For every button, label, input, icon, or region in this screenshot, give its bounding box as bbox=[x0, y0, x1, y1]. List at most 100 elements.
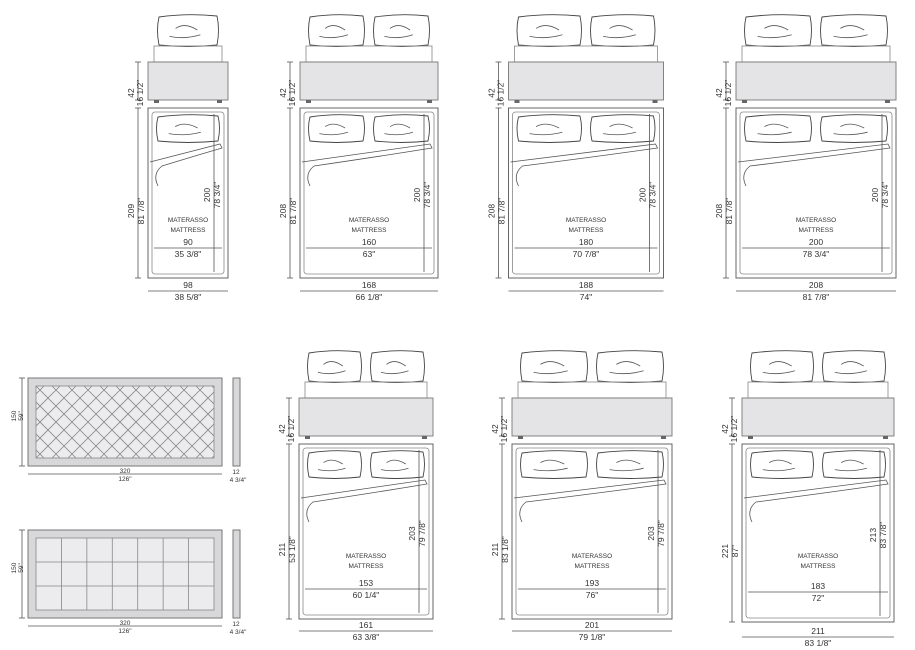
pillow-crease bbox=[389, 25, 411, 31]
pillow-crease bbox=[384, 131, 414, 136]
plan-pillow-right bbox=[822, 450, 886, 479]
pillow-crease bbox=[168, 131, 201, 136]
total-length-cm: 208 bbox=[714, 204, 724, 218]
mattress-length-cm: 200 bbox=[870, 188, 880, 202]
mattress-label-en: MATTRESS bbox=[352, 227, 388, 234]
mattress-length-in: 78 3/4" bbox=[212, 182, 222, 209]
base-height-cm: 42 bbox=[277, 424, 287, 434]
headboard-width-cm: 320 bbox=[120, 468, 131, 475]
pillow-crease bbox=[533, 467, 568, 472]
pillow-crease bbox=[535, 123, 560, 129]
headboard-depth-cm: 12 bbox=[232, 469, 240, 476]
pillow-outline bbox=[308, 14, 365, 47]
pillow-crease bbox=[535, 25, 560, 31]
pillow-outline bbox=[596, 450, 664, 479]
plan-pillow-right bbox=[590, 114, 656, 143]
pillow-crease bbox=[323, 361, 343, 367]
pillow-crease bbox=[380, 370, 409, 375]
pillow-crease bbox=[175, 25, 198, 31]
total-length-in: 81 7/8" bbox=[136, 198, 146, 225]
mattress-width-in: 76" bbox=[586, 590, 598, 600]
bed-foot bbox=[748, 436, 753, 439]
mattress-width-cm: 193 bbox=[585, 578, 599, 588]
pillow-left bbox=[750, 350, 814, 383]
total-length-cm: 208 bbox=[487, 204, 497, 218]
pillow-right bbox=[370, 350, 425, 383]
pillow-left bbox=[744, 14, 812, 47]
total-width-cm: 208 bbox=[809, 280, 823, 290]
pillow-right bbox=[596, 350, 664, 383]
pillow-crease bbox=[616, 459, 641, 465]
mattress-length-cm: 203 bbox=[407, 526, 417, 540]
mattress-side bbox=[153, 45, 223, 63]
pillow-crease bbox=[609, 370, 644, 375]
pillow-crease bbox=[834, 370, 867, 375]
mattress-length-in: 78 3/4" bbox=[422, 182, 432, 209]
pillow-outline bbox=[308, 114, 365, 143]
pillow-crease bbox=[324, 123, 346, 129]
pillow-crease bbox=[833, 131, 868, 136]
duvet-fold bbox=[300, 479, 428, 523]
pillow-outline bbox=[822, 350, 886, 383]
mattress-label-it: MATERASSO bbox=[168, 217, 208, 224]
mattress-length-in: 79 7/8" bbox=[417, 520, 427, 547]
mattress-label-it: MATERASSO bbox=[349, 217, 389, 224]
pillow-crease bbox=[616, 361, 641, 367]
total-length-in: 81 7/8" bbox=[497, 198, 507, 225]
pillow-crease bbox=[386, 361, 406, 367]
plan-pillow-left bbox=[307, 450, 362, 479]
mattress-length-in: 78 3/4" bbox=[880, 182, 890, 209]
total-width-in: 38 5/8" bbox=[175, 292, 202, 302]
pillow-left bbox=[516, 14, 582, 47]
mattress-length-in: 83 7/8" bbox=[878, 522, 888, 549]
mattress-outline bbox=[745, 447, 891, 619]
pillow-crease bbox=[768, 459, 792, 465]
mattress-length-cm: 200 bbox=[202, 188, 212, 202]
pillow-crease bbox=[764, 25, 789, 31]
bed-elevation-view bbox=[741, 350, 895, 439]
pillow-crease bbox=[757, 34, 792, 39]
total-width-cm: 188 bbox=[579, 280, 593, 290]
total-width-cm: 168 bbox=[362, 280, 376, 290]
pillow-outline bbox=[373, 114, 430, 143]
headboard-width-in: 126" bbox=[118, 628, 132, 635]
tufting-line bbox=[163, 407, 214, 458]
bed-foot bbox=[661, 436, 666, 439]
headboard-height-cm: 150 bbox=[11, 410, 18, 421]
bed-elevation-view bbox=[511, 350, 673, 439]
headboard-height-cm: 150 bbox=[11, 562, 18, 573]
headboard-panel bbox=[35, 537, 215, 611]
mattress-side bbox=[304, 381, 428, 399]
bed-elevation-view bbox=[147, 14, 229, 103]
pillow-outline bbox=[516, 14, 582, 47]
base-height-cm: 42 bbox=[278, 88, 288, 98]
base-height-in: 16 1/2" bbox=[496, 80, 506, 107]
headboard-depth-in: 4 3/4" bbox=[230, 477, 247, 484]
duvet-fold bbox=[149, 143, 223, 187]
mattress-width-in: 35 3/8" bbox=[175, 249, 202, 259]
mattress-width-cm: 180 bbox=[579, 237, 593, 247]
total-width-cm: 98 bbox=[183, 280, 193, 290]
pillow-outline bbox=[516, 114, 582, 143]
mattress-outline bbox=[151, 111, 225, 275]
mattress-width-in: 78 3/4" bbox=[803, 249, 830, 259]
pillow-right bbox=[590, 14, 656, 47]
bed-foot bbox=[652, 100, 658, 103]
pillow-crease bbox=[609, 123, 633, 129]
pillow-crease bbox=[768, 361, 792, 367]
base-height-cm: 42 bbox=[487, 88, 497, 98]
pillow-crease bbox=[529, 131, 563, 136]
bed-foot bbox=[885, 100, 890, 103]
mattress-outline bbox=[515, 447, 669, 616]
plan-pillow-left bbox=[744, 114, 812, 143]
tufting-line bbox=[211, 386, 214, 389]
